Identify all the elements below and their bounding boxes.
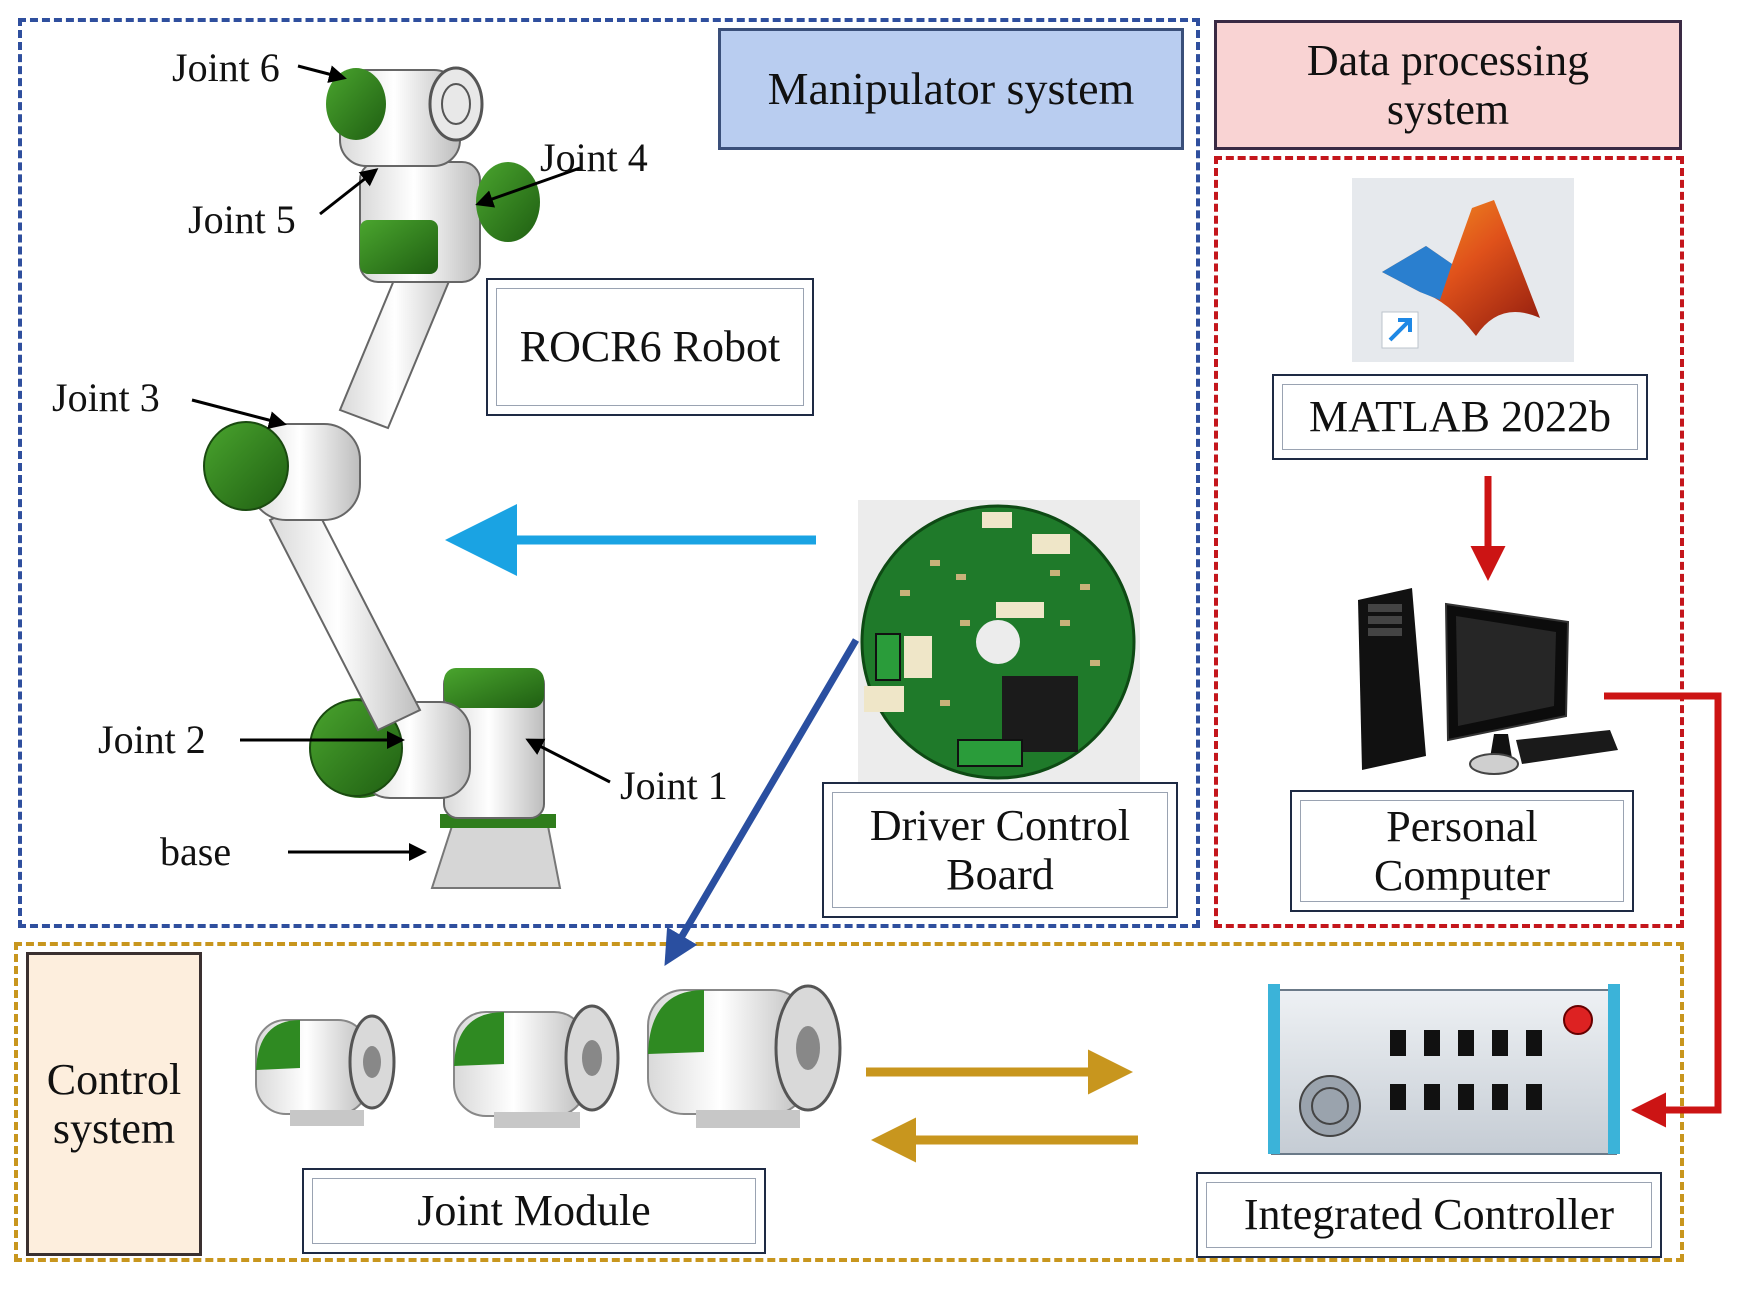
joint-module-label-text: Joint Module xyxy=(417,1186,651,1236)
joint-5-label: Joint 5 xyxy=(188,197,296,242)
driver-board-label: Driver Control Board xyxy=(822,782,1178,918)
data-processing-region xyxy=(1214,156,1684,928)
control-system-text: Control system xyxy=(46,1054,182,1153)
joint-module-label: Joint Module xyxy=(302,1168,766,1254)
pcb-illustration xyxy=(858,500,1140,782)
pc-label: Personal Computer xyxy=(1290,790,1634,912)
pc-to-controller-arrow xyxy=(1604,692,1722,1128)
joint-modules-illustration xyxy=(255,984,842,1128)
integrated-controller-label: Integrated Controller xyxy=(1196,1172,1662,1258)
data-processing-title: Data processing system xyxy=(1214,20,1682,150)
joint-1-label: Joint 1 xyxy=(620,763,728,808)
control-region xyxy=(14,942,1684,1262)
robot-label-text: ROCR6 Robot xyxy=(519,322,781,372)
matlab-label: MATLAB 2022b xyxy=(1272,374,1648,460)
pc-label-text: Personal Computer xyxy=(1374,801,1550,900)
manipulator-system-text: Manipulator system xyxy=(767,63,1135,115)
flow-arrows xyxy=(445,476,1722,1163)
joint-pointers xyxy=(191,64,611,861)
robot-label: ROCR6 Robot xyxy=(486,278,814,416)
joint-3-label: Joint 3 xyxy=(52,375,160,420)
matlab-label-text: MATLAB 2022b xyxy=(1309,392,1611,442)
manipulator-region xyxy=(18,18,1200,928)
computer-illustration xyxy=(1358,588,1618,775)
data-processing-text: Data processing system xyxy=(1306,35,1590,134)
joint-2-label: Joint 2 xyxy=(98,717,206,762)
base-label: base xyxy=(160,829,232,874)
joint-6-label: Joint 6 xyxy=(172,45,280,90)
joint-4-label: Joint 4 xyxy=(540,135,648,180)
control-system-title: Control system xyxy=(26,952,202,1256)
matlab-logo-icon xyxy=(1352,178,1574,362)
driver-board-label-text: Driver Control Board xyxy=(869,800,1131,899)
integrated-controller-label-text: Integrated Controller xyxy=(1243,1190,1615,1240)
manipulator-system-title: Manipulator system xyxy=(718,28,1184,150)
board-to-joint-module-arrow xyxy=(664,638,860,967)
robot-arm-illustration xyxy=(203,66,562,889)
controller-illustration xyxy=(1268,984,1620,1155)
